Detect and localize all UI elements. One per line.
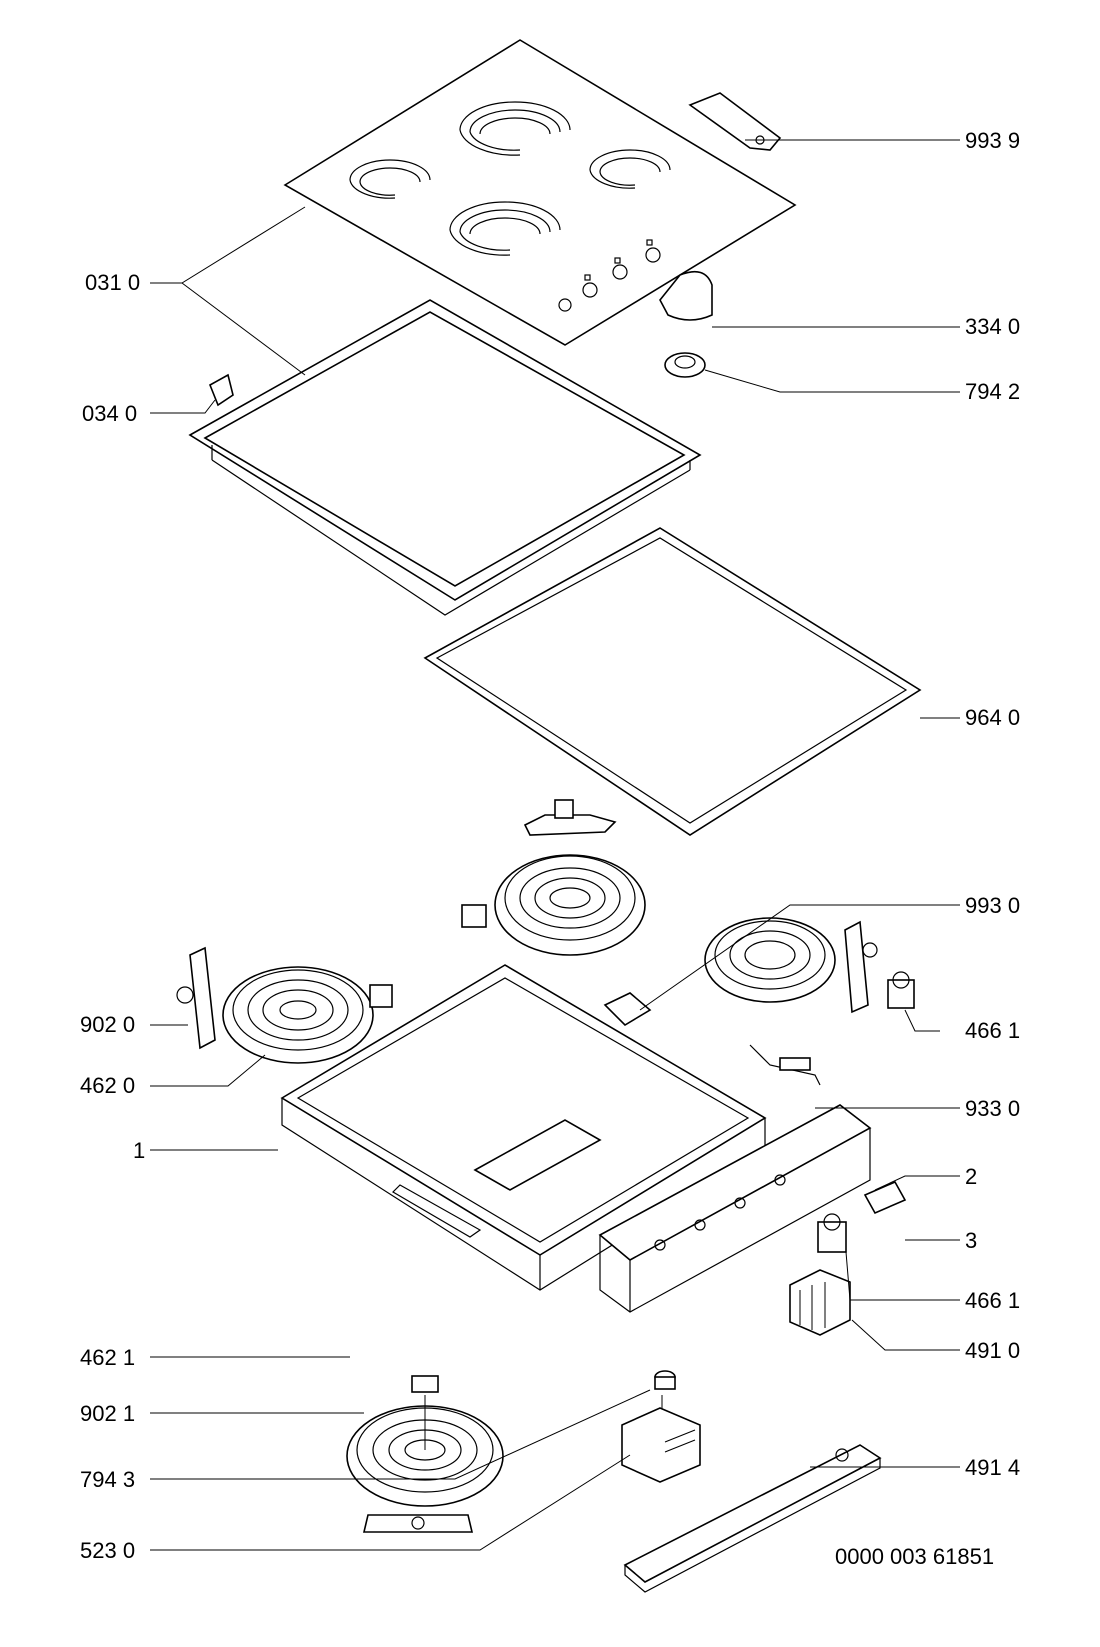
heating-element-4621	[346, 1375, 504, 1507]
label-4661-lower: 466 1	[965, 1288, 1021, 1313]
clip-9939	[688, 92, 782, 151]
label-9930: 993 0	[965, 893, 1021, 918]
control-symbols	[558, 239, 661, 312]
base-tray	[280, 964, 767, 1291]
label-4661-top: 466 1	[965, 1018, 1021, 1043]
seal-9640	[423, 527, 922, 836]
label-0310: 031 0	[85, 270, 141, 295]
glass-ceramic-top	[283, 39, 797, 346]
knob-bushing-7942	[664, 352, 706, 378]
label-4910: 491 0	[965, 1338, 1021, 1363]
label-4621: 462 1	[80, 1345, 136, 1370]
label-1: 1	[133, 1138, 146, 1163]
control-housing	[598, 1104, 872, 1313]
document-number: 0000 003 61851	[835, 1544, 995, 1569]
label-5230: 523 0	[80, 1538, 136, 1563]
heating-element-4620	[222, 966, 393, 1064]
label-3340: 334 0	[965, 314, 1021, 339]
switch-4661-top	[887, 971, 915, 1009]
label-9640: 964 0	[965, 705, 1021, 730]
label-3: 3	[965, 1228, 978, 1253]
label-7943: 794 3	[80, 1467, 136, 1492]
knob-3340	[659, 270, 713, 321]
heating-element-right	[704, 917, 878, 1014]
bracket-9021	[362, 1514, 474, 1533]
label-0340: 034 0	[82, 401, 138, 426]
label-9020: 902 0	[80, 1012, 136, 1037]
frame	[188, 299, 702, 616]
sensor-9330	[749, 1044, 821, 1086]
cooking-zone-rings	[349, 101, 671, 256]
terminal-block-4910	[789, 1269, 851, 1336]
label-9021: 902 1	[80, 1401, 136, 1426]
label-9330: 933 0	[965, 1096, 1021, 1121]
label-2: 2	[965, 1164, 978, 1189]
switch-4661-lower	[817, 1213, 847, 1253]
heating-element-center	[461, 799, 646, 956]
leader-lines	[150, 139, 960, 1551]
clip-9930	[603, 992, 652, 1027]
label-7942: 794 2	[965, 379, 1021, 404]
label-4914: 491 4	[965, 1455, 1021, 1480]
bushing-7943	[654, 1370, 676, 1390]
bracket-9020	[176, 946, 216, 1050]
energy-regulator-5230	[621, 1395, 701, 1483]
part-3	[863, 1180, 907, 1215]
label-4620: 462 0	[80, 1073, 136, 1098]
cover-4914	[623, 1444, 882, 1593]
label-9939: 993 9	[965, 128, 1021, 153]
clip-0340	[208, 373, 234, 407]
